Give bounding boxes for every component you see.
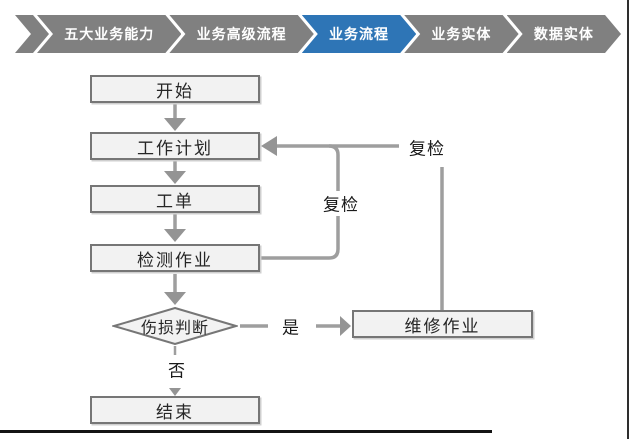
- node-label: 维修作业: [404, 316, 481, 336]
- node-label: 结束: [156, 402, 194, 422]
- node-work-plan: 工作计划: [90, 132, 260, 160]
- node-label: 工作计划: [137, 138, 213, 158]
- node-damage-decision: 伤损判断: [112, 307, 238, 345]
- nav-item-label: 五大业务能力: [64, 26, 155, 42]
- node-label: 开始: [156, 81, 194, 101]
- edge-label-recheck-right: 复检: [409, 139, 445, 159]
- edge-recheck-loop-top: [328, 144, 340, 191]
- diamond-shape-icon: [112, 307, 238, 345]
- bottom-edge-rule: [0, 430, 492, 433]
- arrowhead-left: [261, 136, 277, 156]
- node-end: 结束: [90, 396, 260, 424]
- nav-item-label: 业务高级流程: [196, 26, 287, 42]
- nav-item-label: 业务实体: [431, 26, 492, 42]
- nav-item-label: 业务流程: [329, 26, 390, 42]
- node-label: 伤损判断: [140, 320, 209, 337]
- nav-item-high-level-process[interactable]: 业务高级流程: [169, 15, 313, 53]
- arrowhead-down-4: [164, 292, 186, 305]
- node-label: 工单: [156, 191, 194, 211]
- node-start: 开始: [90, 75, 260, 103]
- node-label: 检测作业: [137, 250, 213, 270]
- edge-recheck-loop-bottom: [260, 216, 340, 260]
- node-repair: 维修作业: [352, 310, 533, 338]
- arrowhead-down-2: [164, 171, 186, 184]
- edge-label-recheck-left: 复检: [323, 195, 359, 215]
- nav-item-business-process-active[interactable]: 业务流程: [302, 15, 416, 53]
- arrowhead-down-1: [164, 118, 186, 131]
- right-edge-rule: [627, 0, 629, 439]
- arrowhead-down-3: [164, 229, 186, 242]
- node-work-order: 工单: [90, 185, 260, 213]
- nav-item-label: 数据实体: [533, 26, 594, 42]
- arrowhead-right: [340, 316, 351, 336]
- nav-item-business-entity[interactable]: 业务实体: [404, 15, 518, 53]
- arrowhead-small-down: [169, 388, 181, 396]
- node-inspection: 检测作业: [90, 244, 260, 272]
- nav-item-five-capabilities[interactable]: 五大业务能力: [37, 15, 181, 53]
- nav-item-data-entity[interactable]: 数据实体: [507, 15, 621, 53]
- edge-label-no: 否: [168, 361, 186, 381]
- process-nav: 五大业务能力 业务高级流程 业务流程 业务实体 数据实体: [15, 15, 621, 53]
- edge-label-yes: 是: [282, 318, 300, 338]
